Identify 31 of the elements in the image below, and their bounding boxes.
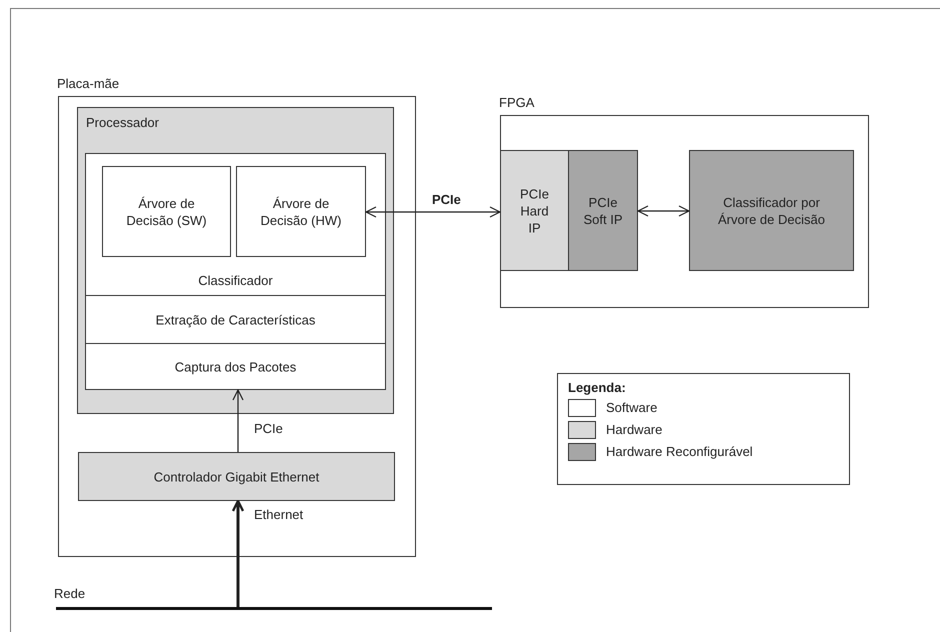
- legend-label: Software: [606, 400, 658, 415]
- hard-ip-box: [500, 150, 569, 271]
- box-label: PCIe Hard IP: [519, 185, 550, 236]
- box-label: Controlador Gigabit Ethernet: [152, 468, 320, 485]
- hardware-tree-box: [236, 166, 366, 257]
- heading-label: Processador: [86, 114, 159, 131]
- thick-arrow: [232, 500, 244, 607]
- heading-label: FPGA: [499, 94, 534, 111]
- soft-ip-box: [568, 150, 638, 271]
- double-arrow: [365, 206, 501, 218]
- box-label: Classificador por Árvore de Decisão: [717, 194, 826, 228]
- processor-box: [77, 107, 394, 414]
- legend-label: Hardware: [606, 422, 662, 437]
- heading-label: Rede: [54, 585, 86, 602]
- software-tree-box: [102, 166, 231, 257]
- ethernet-controller-box: [78, 452, 395, 501]
- box-label: PCIe Soft IP: [582, 194, 624, 228]
- packet-capture-box: [85, 343, 386, 390]
- box-label: Captura dos Pacotes: [174, 358, 298, 375]
- box-label: Árvore de Decisão (HW): [260, 194, 342, 228]
- box-label: Extração de Características: [154, 311, 316, 328]
- box-label: Classificador: [197, 272, 274, 289]
- heading-label: Placa-mãe: [57, 75, 120, 92]
- legend-title: Legenda:: [568, 380, 626, 395]
- feature-extraction-box: [85, 295, 386, 344]
- legend-label: Hardware Reconfigurável: [606, 444, 753, 459]
- box-label: Árvore de Decisão (SW): [125, 194, 208, 228]
- arrow: [232, 389, 244, 452]
- classifier-box: [85, 153, 386, 296]
- decision-tree-classifier-box: [689, 150, 854, 271]
- double-arrow: [637, 205, 690, 217]
